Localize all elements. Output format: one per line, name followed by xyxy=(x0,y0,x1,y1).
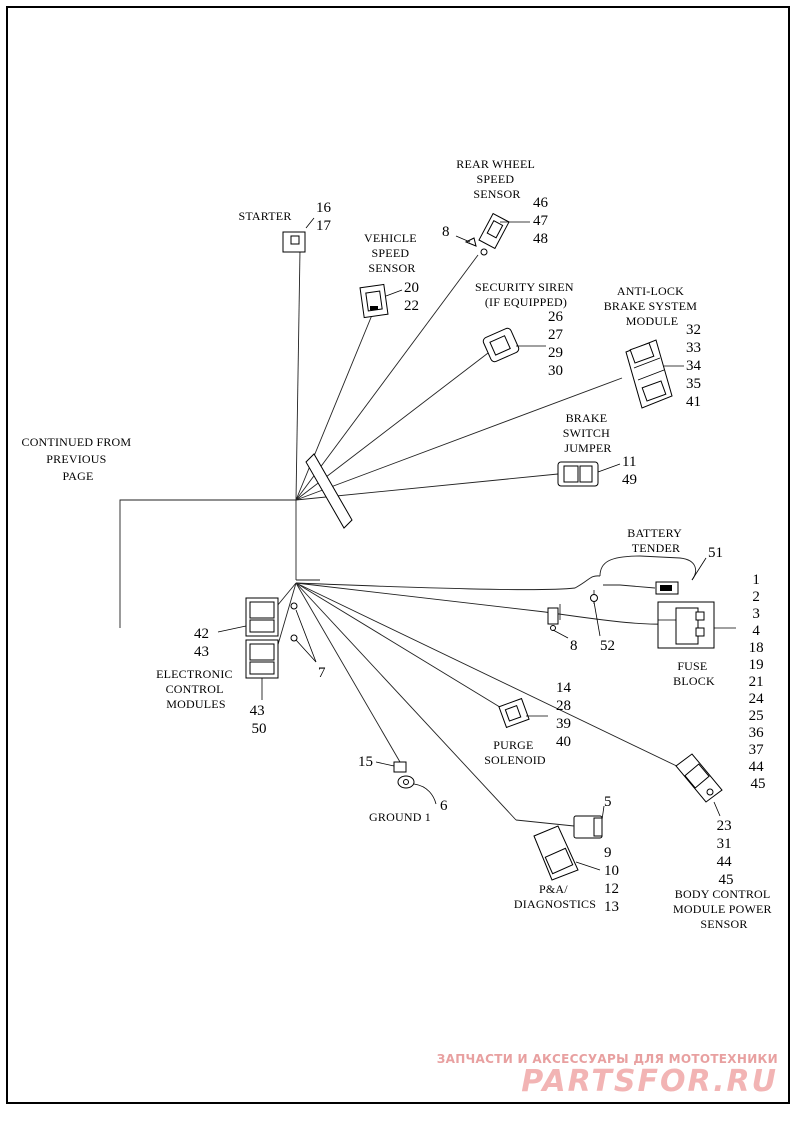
diagnostics-connector xyxy=(515,815,603,881)
starter-connector xyxy=(282,231,306,253)
vss-callouts: 20 22 xyxy=(404,280,423,314)
ground-ring-terminal xyxy=(393,761,415,789)
security-siren-connector xyxy=(482,327,520,363)
electronic-control-modules xyxy=(245,597,298,679)
callout-numbers: 16 17 20 22 46 47 48 8 26 27 29 30 xyxy=(194,195,768,915)
rwss-side-callout: 8 xyxy=(442,224,450,240)
clip-8 xyxy=(547,607,559,631)
siren-label: SECURITY SIREN (IF EQUIPPED) xyxy=(475,280,577,309)
diag-top-callout: 5 xyxy=(604,794,612,810)
brake-switch-jumper xyxy=(557,461,599,487)
ground-top-callout: 15 xyxy=(358,754,373,770)
ground-label: GROUND 1 xyxy=(369,810,431,824)
bcm-callouts: 23 31 44 45 xyxy=(717,818,736,888)
purge-solenoid-connector xyxy=(498,697,530,729)
watermark-tagline: ЗАПЧАСТИ И АКСЕССУАРЫ ДЛЯ МОТОТЕХНИКИ xyxy=(436,1052,778,1066)
ground-bottom-callout: 6 xyxy=(440,798,448,814)
ecm-upper-callouts: 42 43 xyxy=(194,626,213,660)
fuse-block xyxy=(657,601,715,649)
leader-lines xyxy=(217,217,736,871)
battery-label: BATTERY TENDER xyxy=(627,526,685,555)
component-labels: CONTINUED FROM PREVIOUS PAGE STARTER VEH… xyxy=(21,157,775,931)
battery-callout: 51 xyxy=(708,545,723,561)
clip-52 xyxy=(590,594,598,602)
siren-callouts: 26 27 29 30 xyxy=(548,309,567,379)
ecm-clip-callout: 7 xyxy=(318,665,326,681)
diag-label: P&A/ DIAGNOSTICS xyxy=(514,882,596,911)
harness-bracket xyxy=(305,453,353,529)
brake-label: BRAKE SWITCH JUMPER xyxy=(563,411,613,455)
abs-callouts: 32 33 34 35 41 xyxy=(686,322,705,410)
abs-label: ANTI-LOCK BRAKE SYSTEM MODULE xyxy=(604,284,701,328)
starter-label: STARTER xyxy=(238,209,291,223)
battery-tender-connector xyxy=(655,581,679,595)
rear-wheel-speed-sensor xyxy=(464,212,510,256)
watermark-logo: PARTSFOR.RU xyxy=(521,1064,778,1099)
harness-wires xyxy=(119,249,697,821)
vehicle-speed-sensor xyxy=(359,283,389,319)
purge-callouts: 14 28 39 40 xyxy=(556,680,575,750)
fuse-callouts: 1 2 3 4 18 19 21 24 25 36 37 44 45 xyxy=(749,572,768,792)
ecm-label: ELECTRONIC CONTROL MODULES xyxy=(156,667,236,711)
ecm-lower-callouts: 43 50 xyxy=(250,703,269,737)
purge-label: PURGE SOLENOID xyxy=(484,738,546,767)
continued-label: CONTINUED FROM PREVIOUS PAGE xyxy=(21,435,134,483)
bcm-power-sensor xyxy=(675,753,723,803)
diag-callouts: 9 10 12 13 xyxy=(604,845,623,915)
clip-left-callout: 8 xyxy=(570,638,578,654)
brake-callouts: 11 49 xyxy=(622,454,640,488)
clip-right-callout: 52 xyxy=(600,638,615,654)
abs-module xyxy=(625,339,673,409)
starter-callouts: 16 17 xyxy=(316,200,335,234)
drawing-frame xyxy=(6,6,790,1104)
vss-label: VEHICLE SPEED SENSOR xyxy=(364,231,420,275)
watermark: ЗАПЧАСТИ И АКСЕССУАРЫ ДЛЯ МОТОТЕХНИКИ PA… xyxy=(437,1052,778,1098)
fuse-label: FUSE BLOCK xyxy=(673,659,715,688)
rwss-callouts: 46 47 48 xyxy=(533,195,552,247)
rwss-label: REAR WHEEL SPEED SENSOR xyxy=(456,157,538,201)
bcm-label: BODY CONTROL MODULE POWER SENSOR xyxy=(673,887,775,931)
